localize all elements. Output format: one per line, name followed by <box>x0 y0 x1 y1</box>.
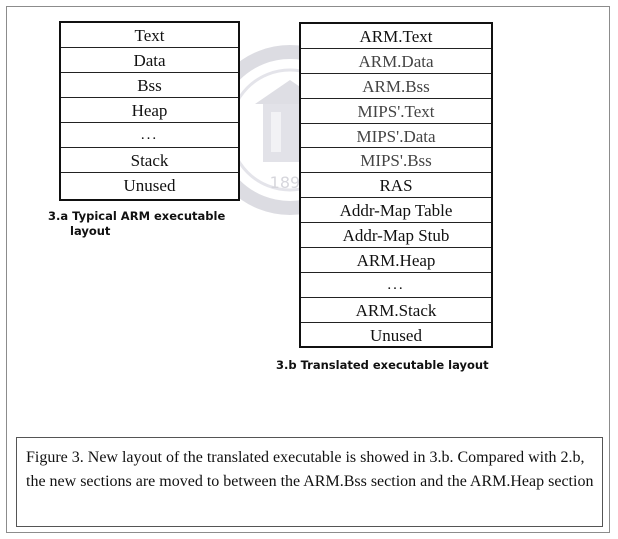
section-unused-b: Unused <box>370 325 422 345</box>
figure-frame <box>6 6 610 533</box>
typical-arm-layout: Text Data Bss Heap ... Stack Unused <box>59 21 240 201</box>
section-arm-text: ARM.Text <box>301 24 491 49</box>
section-heap: Heap <box>61 98 238 123</box>
section-mips-text: MIPS'.Text <box>301 99 491 124</box>
figure-caption-box: Figure 3. New layout of the translated e… <box>16 437 603 527</box>
section-bss: Bss <box>61 73 238 98</box>
section-addr-map-stub: Addr-Map Stub <box>301 223 491 249</box>
section-arm-stack: ARM.Stack <box>301 298 491 323</box>
translated-layout: ARM.Text ARM.Data ARM.Bss MIPS'.Text MIP… <box>299 22 493 348</box>
section-ellipsis-b: ... <box>301 273 491 298</box>
section-addr-map-table: Addr-Map Table <box>301 198 491 224</box>
section-arm-bss: ARM.Bss <box>301 74 491 99</box>
section-arm-heap: ARM.Heap <box>301 248 491 273</box>
section-arm-data: ARM.Data <box>301 49 491 74</box>
section-mips-bss: MIPS'.Bss <box>301 148 491 174</box>
section-data: Data <box>61 48 238 73</box>
caption-translated-layout: 3.b Translated executable layout <box>276 358 489 372</box>
section-ras: RAS <box>301 173 491 199</box>
section-unused: Unused <box>123 176 176 195</box>
figure-caption-text: Figure 3. New layout of the translated e… <box>26 449 594 490</box>
section-stack: Stack <box>61 148 238 173</box>
section-ellipsis: ... <box>61 123 238 148</box>
section-mips-data: MIPS'.Data <box>301 124 491 149</box>
caption-a-line1: 3.a Typical ARM executable <box>48 209 226 223</box>
caption-typical-layout: 3.a Typical ARM executable layout <box>48 209 278 239</box>
caption-a-line2: layout <box>70 224 111 238</box>
section-text: Text <box>61 23 238 48</box>
